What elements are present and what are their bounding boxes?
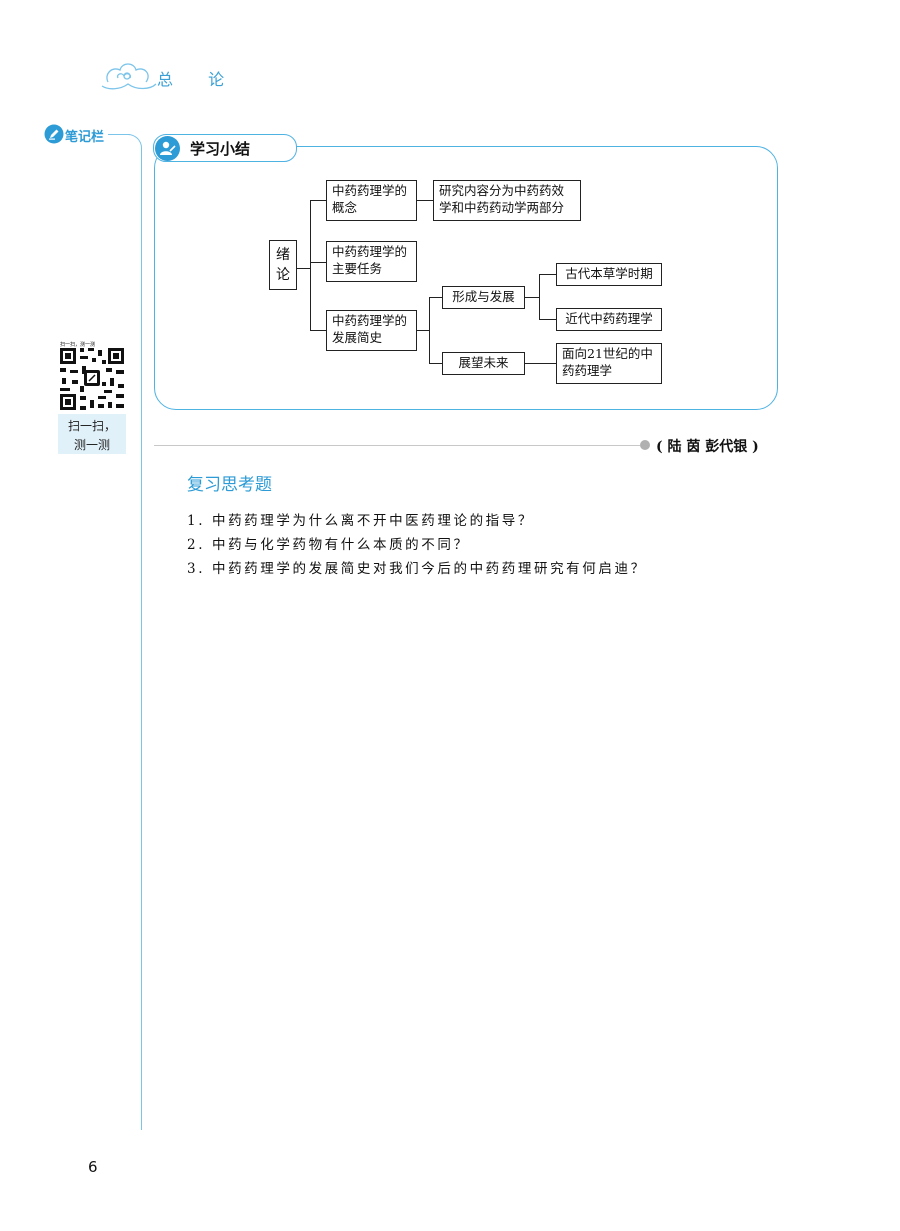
connector-line [310, 200, 311, 330]
node-modern-pharmacology: 近代中药药理学 [556, 308, 662, 331]
header-title: 总 论 [157, 70, 227, 89]
node-concept: 中药药理学的 概念 [326, 180, 417, 221]
connector-line [310, 330, 326, 331]
connector-line [429, 363, 442, 364]
connector-line [429, 297, 442, 298]
qr-caption-line2: 测一测 [73, 438, 110, 452]
pen-note-icon [44, 124, 64, 144]
qr-top-text: 扫一扫，测一测 [60, 341, 95, 348]
note-column-label: 笔记栏 [65, 130, 105, 145]
review-title: 复习思考题 [187, 475, 272, 495]
connector-line [524, 363, 556, 364]
summary-title: 学习小结 [190, 140, 251, 158]
review-question: 2. 中药与化学药物有什么本质的不同？ [187, 537, 470, 553]
connector-line [539, 319, 556, 320]
review-question: 3. 中药药理学的发展简史对我们今后的中药药理研究有何启迪？ [187, 561, 647, 577]
author-divider [154, 445, 640, 446]
note-column-rule [141, 148, 142, 1130]
study-summary-icon [155, 136, 180, 161]
connector-line [539, 274, 556, 275]
connector-line [416, 330, 429, 331]
connector-line [310, 262, 326, 263]
review-question: 1. 中药药理学为什么离不开中医药理论的指导？ [187, 513, 534, 529]
node-formation: 形成与发展 [442, 286, 525, 309]
connector-line [524, 297, 539, 298]
connector-line [429, 297, 430, 363]
authors: ( 陆 茵 彭代银 ) [656, 439, 759, 455]
node-concept-detail: 研究内容分为中药药效 学和中药药动学两部分 [433, 180, 581, 221]
qr-code-icon[interactable]: 扫一扫，测一测 [58, 340, 126, 412]
node-outlook: 展望未来 [442, 352, 525, 375]
summary-box [154, 146, 778, 410]
connector-line [310, 200, 326, 201]
author-dot [640, 440, 650, 450]
node-ancient-period: 古代本草学时期 [556, 263, 662, 286]
cloud-ornament-icon [101, 63, 157, 90]
qr-caption-box [58, 414, 126, 454]
page-number: 6 [88, 1158, 98, 1176]
connector-line [297, 268, 310, 269]
node-history: 中药药理学的 发展简史 [326, 310, 417, 351]
connector-line [416, 200, 433, 201]
note-column-divider-curve [126, 134, 142, 150]
node-future: 面向21世纪的中 药药理学 [556, 343, 662, 384]
connector-line [539, 274, 540, 319]
node-root: 绪 论 [269, 240, 297, 290]
note-column-divider [108, 134, 130, 135]
qr-caption-line1: 扫一扫， [67, 419, 116, 433]
node-main-task: 中药药理学的 主要任务 [326, 241, 417, 282]
